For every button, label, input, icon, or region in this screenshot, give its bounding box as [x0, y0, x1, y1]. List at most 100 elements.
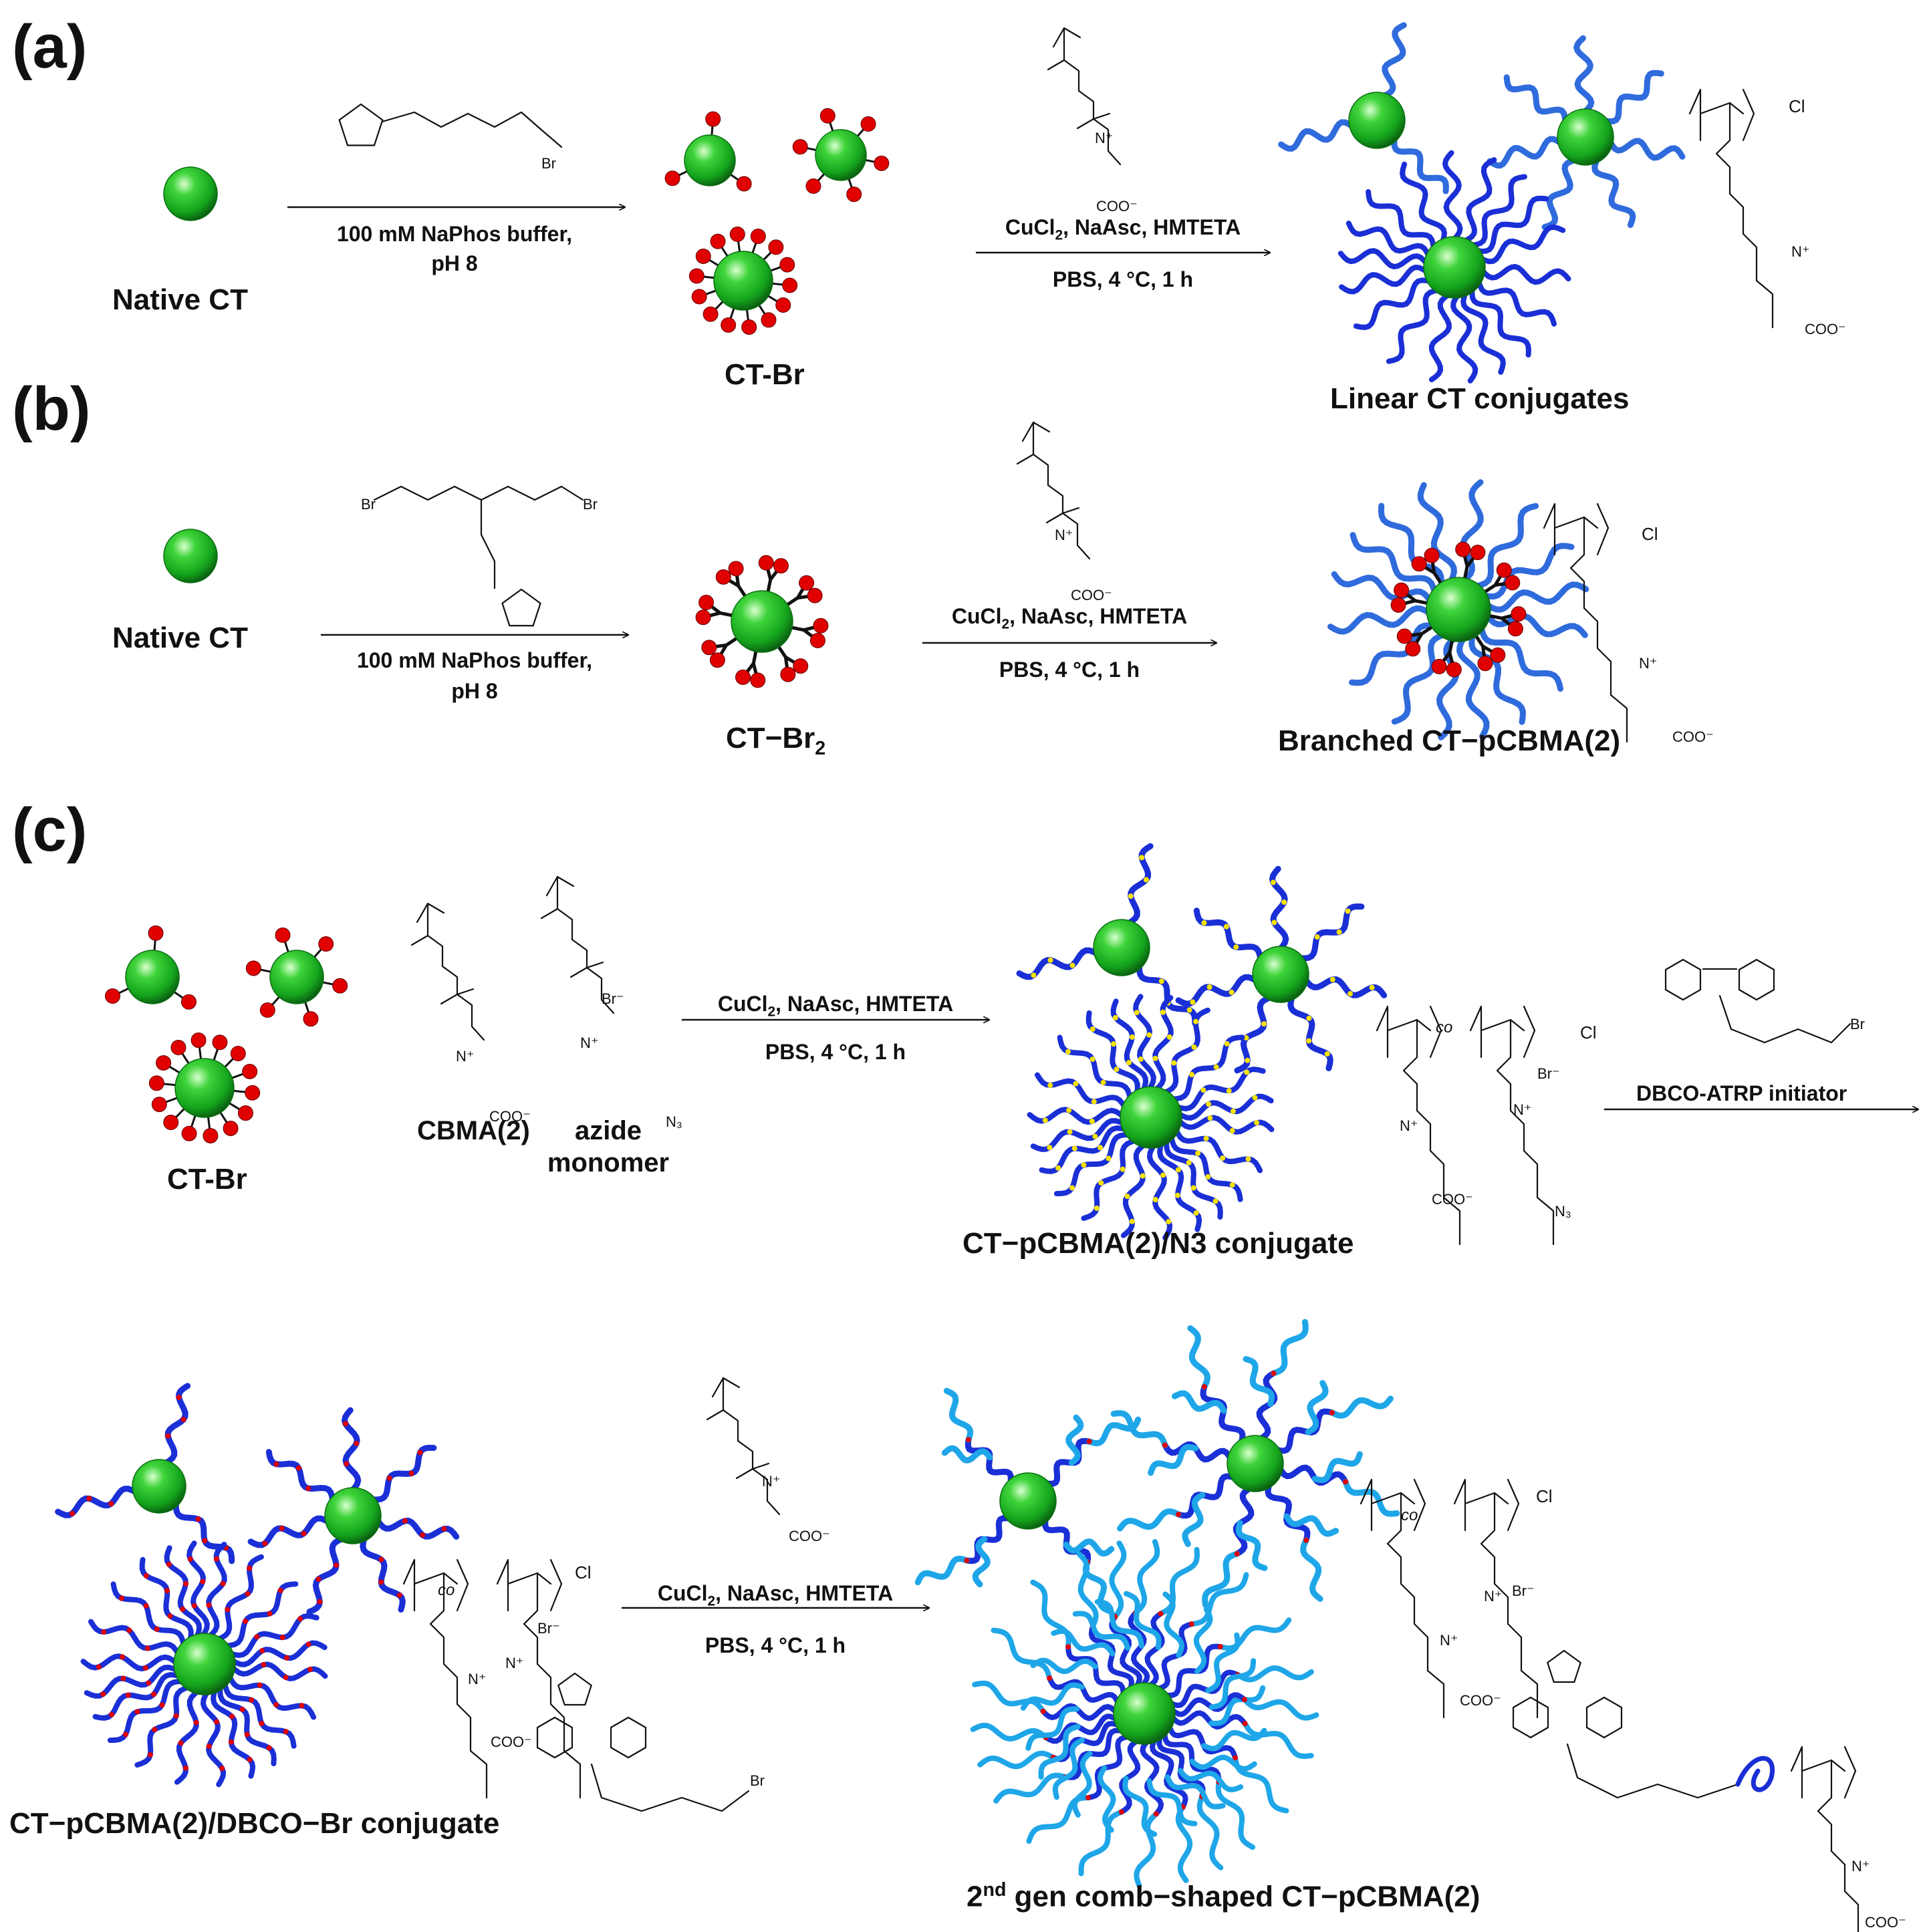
native-ct-sphere-a [163, 166, 218, 221]
comb-c3-outer-20 [1235, 1665, 1314, 1683]
n3-c1: N₃ [1555, 1203, 1571, 1220]
initiator-chain-a [381, 111, 544, 132]
br-b-link-dot-4-0 [1390, 597, 1406, 613]
comb-c3-outer2-14 [1051, 1628, 1116, 1657]
dbco-c3-mark-20-1 [279, 1635, 285, 1641]
reagent-b-line2: pH 8 [451, 679, 498, 703]
comb-c3-outer-17 [1158, 1546, 1200, 1617]
ct-br-c1-dot-0 [180, 994, 197, 1010]
dbco-c2-mark-4-1 [295, 1465, 301, 1471]
initiator-linkers [104, 108, 1527, 1143]
dbco-c2-chain-6 [369, 1444, 437, 1503]
dbco-c3-mark-13-0 [154, 1626, 160, 1632]
lin-a3-chain-0 [1479, 263, 1571, 285]
dbco-c2-mark-2-1 [315, 1576, 322, 1582]
comb-c3-outer-14 [1076, 1551, 1099, 1629]
dbco-c3-mark-1-2 [299, 1703, 305, 1709]
br-atom-c2: Br [750, 1772, 765, 1789]
dbco-c1-mark-1-2 [70, 1510, 76, 1516]
dbco-c3-mark-9-2 [109, 1711, 115, 1717]
nplus-atom-c3b: N⁺ [1484, 1588, 1503, 1605]
comb-c3-outer-8 [993, 1772, 1069, 1804]
comb-c3-outer-21 [1242, 1697, 1319, 1721]
dbco-c3-mark-0-1 [283, 1675, 289, 1681]
comb-c3-outer2-20 [1205, 1632, 1241, 1693]
comb-c3-chain-13 [1065, 1644, 1126, 1698]
br-atom-dbco: Br [1850, 1016, 1865, 1032]
lin-a1-chain-0 [1391, 135, 1449, 194]
nplus-atom-a-polymer: N⁺ [1791, 243, 1810, 260]
dbco-c3-mark-15-0 [180, 1606, 186, 1612]
n3-c3-mark-1-0 [1203, 1135, 1209, 1141]
comb-c2-joint-1 [1303, 1537, 1309, 1543]
dbco-br-conjugate-label: CT−pCBMA(2)/DBCO−Br conjugate [9, 1807, 500, 1840]
comb-c2-outer2-5 [1172, 1390, 1227, 1414]
n3-c2-mark-6-0 [1314, 934, 1320, 940]
comb-c3-outer-2 [1215, 1779, 1256, 1850]
monomer-c2-methyl2 [751, 1462, 770, 1470]
comb-c2-joint-7 [1329, 1409, 1335, 1415]
dbco-c3-mark-13-2 [119, 1595, 125, 1601]
n3-c3-mark-16-0 [1138, 1056, 1144, 1062]
br-b-chain-1 [1478, 624, 1563, 692]
ct-br2-dot-6-1 [773, 558, 789, 574]
monomer-cbma-methyl1 [440, 993, 459, 1005]
ct-br-c3-dot-7 [148, 1075, 164, 1091]
polymer-c1b-bracketR [1523, 1005, 1536, 1059]
initiator-chain-b [373, 485, 584, 501]
monomer-a-chain [1063, 59, 1095, 120]
comb-c3-outer2-3 [1177, 1768, 1244, 1793]
polymer-c2b-backbone [507, 1572, 552, 1585]
nplus-atom-c1b: N⁺ [1513, 1101, 1532, 1118]
dbco-c3-mark-10-1 [120, 1675, 126, 1681]
comb-c3-chain-4 [1150, 1736, 1188, 1810]
br-b-link-dot-5-1 [1424, 547, 1440, 563]
monomer-b-vinyl [1021, 421, 1051, 442]
br-b-chain-2 [1468, 632, 1526, 725]
dbco-c3-mark-7-1 [152, 1727, 158, 1733]
n3-c3-mark-15-2 [1112, 1014, 1118, 1020]
n3-c3-mark-12-1 [1073, 1081, 1079, 1087]
monomer-a-tail [1092, 118, 1122, 166]
n3-c2-chain-4 [1193, 908, 1264, 962]
comb-c3-outer2-9 [1052, 1737, 1085, 1800]
coo-b-polymer: COO⁻ [1672, 728, 1714, 745]
ct-br2-dot-0-1 [809, 632, 825, 648]
comb-c2-outer2-3 [1182, 1492, 1206, 1547]
polymer-c1-bracketR [1429, 1005, 1442, 1059]
n3-sphere-c1 [1093, 919, 1150, 976]
br-b-link-dot-0-0 [1511, 606, 1527, 622]
comb-c3-joint-0 [1242, 1721, 1248, 1727]
comb-c3-outer-11 [972, 1680, 1046, 1714]
comb-c3-chain-21 [1169, 1692, 1247, 1717]
comb-c3-chain-0 [1169, 1710, 1248, 1730]
comb-c3-chain-17 [1144, 1611, 1165, 1689]
polymer-chains [55, 22, 1686, 1889]
dbco-c3-mark-3-0 [239, 1706, 245, 1712]
dbco-c3-mark-3-2 [266, 1745, 272, 1751]
comb-c3-outer-9 [977, 1750, 1056, 1770]
comb-c3-outer-12 [991, 1627, 1053, 1681]
comb-c1-outer2-3 [1065, 1414, 1084, 1466]
comb-c3-outer-7 [1026, 1795, 1091, 1844]
polymer-c1-backbone [1386, 1018, 1432, 1032]
n3-c1-mark-1-1 [1047, 957, 1053, 963]
ct-br-a3-dot-10 [729, 227, 745, 243]
dbco-atrp-initiator-label: DBCO-ATRP initiator [1636, 1081, 1847, 1105]
dbco-ring-c2b [610, 1716, 647, 1759]
cl-end-c1: Cl [1580, 1022, 1597, 1043]
comb-c2-outer-2 [1202, 1550, 1241, 1609]
ct-br-a3-dot-0 [782, 277, 798, 293]
ct-br-a2-dot-5 [860, 116, 876, 132]
cl-end-c2: Cl [575, 1562, 592, 1582]
dbco-c2-mark-0-1 [420, 1532, 426, 1538]
n3-c3-mark-8-0 [1106, 1155, 1112, 1161]
polymer-b-backbone [1553, 516, 1599, 529]
comb-sphere-c1 [999, 1472, 1057, 1530]
lin-a3-chain-17 [1478, 224, 1566, 265]
dbco-c1-mark-1-1 [86, 1496, 92, 1502]
dbco-c3-chain-2 [222, 1680, 297, 1749]
lin-a3-chain-2 [1469, 285, 1531, 358]
comb-c3-outer2-0 [1208, 1685, 1266, 1726]
